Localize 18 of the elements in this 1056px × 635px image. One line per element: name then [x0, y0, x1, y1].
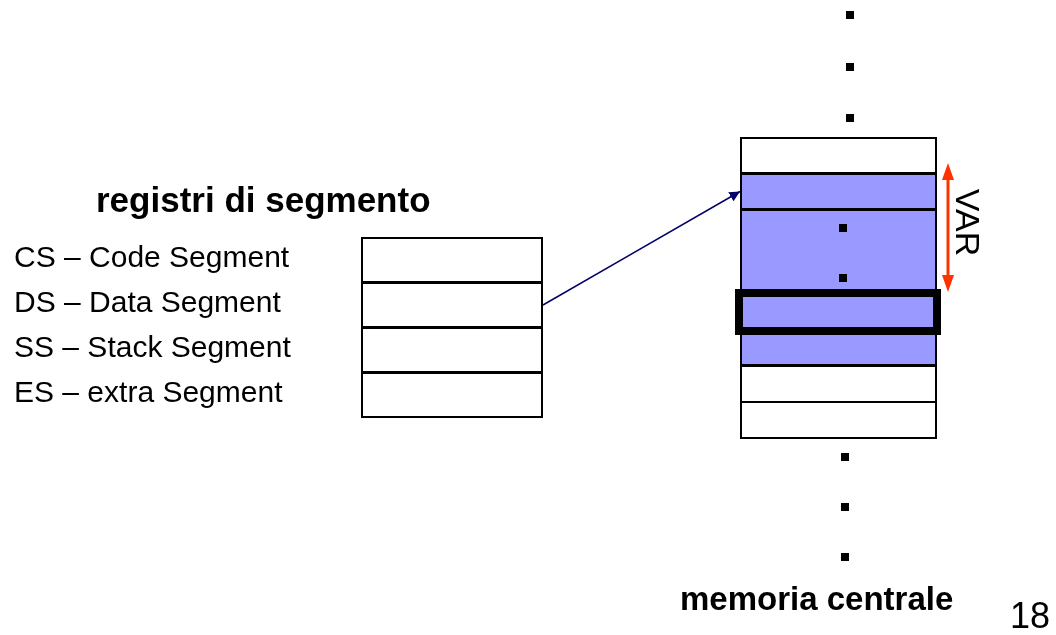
highlighted-memory-cell — [735, 289, 941, 335]
register-name: SS – Stack Segment — [14, 330, 291, 364]
page-number: 18 — [1010, 595, 1051, 635]
arrow — [542, 190, 741, 306]
memory-cell — [740, 137, 937, 174]
memory-cell — [740, 365, 937, 403]
register-name: ES – extra Segment — [14, 375, 283, 409]
register-box — [361, 372, 543, 418]
register-name: CS – Code Segment — [14, 240, 290, 274]
register-box — [361, 282, 543, 328]
memory-cell — [740, 401, 937, 439]
heading: registri di segmento — [96, 180, 431, 220]
vertical-label: VAR — [948, 188, 988, 256]
register-box — [361, 327, 543, 373]
register-name: DS – Data Segment — [14, 285, 281, 319]
memory-cell — [740, 173, 937, 210]
heading: memoria centrale — [680, 580, 954, 618]
register-box — [361, 237, 543, 283]
